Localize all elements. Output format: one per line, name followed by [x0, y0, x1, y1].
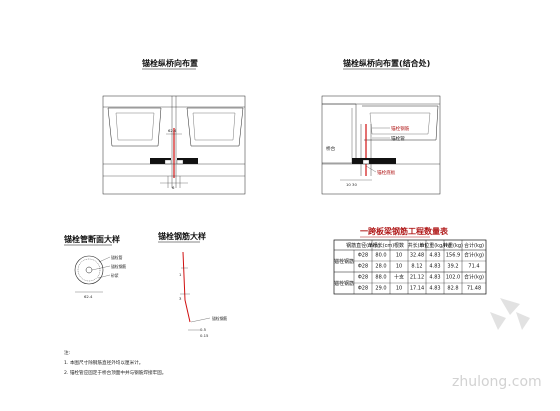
watermark: zhulong.com — [452, 298, 542, 390]
table-cell: 10 — [396, 253, 402, 259]
tube-outer — [74, 255, 104, 285]
table-header-cell: 合计(kg) — [464, 242, 484, 249]
bar-leader — [190, 317, 211, 323]
tube-leader-3 — [97, 274, 111, 279]
table-cell: 17.14 — [410, 286, 424, 292]
hollow-right — [192, 112, 236, 141]
table-cell: 21.12 — [410, 275, 424, 281]
right-outline — [321, 95, 441, 195]
table-cell: 10 — [396, 286, 402, 292]
tube-dim: 62.4 — [84, 294, 93, 299]
table-cell: Φ28 — [358, 286, 368, 292]
deck-outline — [102, 95, 246, 195]
title-plan-left: 锚栓纵桥向布置 — [142, 58, 198, 68]
tube-label-2: 锚栓钢筋 — [111, 264, 126, 269]
table-header-cell: 共长(m) — [408, 242, 427, 249]
pad-insert-right — [176, 159, 184, 165]
tube-leader-2 — [91, 265, 111, 271]
table-cell: 32.48 — [410, 253, 424, 259]
table-cell: 29.0 — [375, 286, 386, 292]
anchor-bar-shape — [182, 251, 191, 323]
table-header-cell: 钢筋直径(mm) — [346, 242, 380, 249]
table-cell: Φ28 — [358, 275, 368, 281]
table-group-label: 锚栓钢筋 — [334, 258, 354, 265]
table-cell: Φ28 — [358, 264, 368, 270]
right-pad — [352, 158, 396, 164]
notes-heading: 注: — [64, 349, 71, 356]
dim-bot: 6 — [172, 185, 175, 190]
pad-right — [177, 158, 198, 164]
anchor-tube-detail: 锚栓管断面大样 锚栓管 锚栓钢筋 砂浆 62.4 — [64, 234, 126, 299]
title-plan-right: 锚栓纵桥向布置(结合处) — [343, 58, 430, 68]
quantity-table: 一跨板梁钢筋工程数量表 钢筋直径(mm)单根长(cm)根数共长(m)单位重(kg… — [333, 226, 487, 295]
table-header-cell: 根数 — [394, 242, 404, 249]
bar-dim-b: 0.15 — [200, 333, 209, 338]
table-cell: 39.2 — [447, 264, 458, 270]
table-cell: 80.0 — [375, 253, 386, 259]
table-cell: 4.83 — [429, 264, 440, 270]
table-title: 一跨板梁钢筋工程数量表 — [360, 226, 449, 236]
right-pad-insert — [362, 159, 370, 165]
table-cell: Φ28 — [358, 253, 368, 259]
table-cell: 82.8 — [447, 286, 458, 292]
label-bottom-plate: 锚栓底板 — [377, 169, 396, 176]
note-2: 2. 锚栓管应固定于桥台顶面中并与钢筋焊接牢固。 — [64, 369, 166, 376]
tube-label-1: 锚栓管 — [111, 255, 123, 260]
table-group-label: 锚栓钢筋 — [334, 280, 354, 287]
tube-inner — [77, 258, 101, 282]
table-cell: 十支 — [394, 274, 404, 281]
right-girder — [362, 105, 439, 141]
right-dim: 10 30 — [346, 182, 357, 187]
table-frame — [333, 239, 487, 295]
table-cell: 10 — [396, 264, 402, 270]
notes: 注: 1. 本图尺寸除钢筋直径外均以厘米计。 2. 锚栓管应固定于桥台顶面中并与… — [64, 349, 166, 376]
table-cell: 4.83 — [429, 275, 440, 281]
table-cell: 88.0 — [375, 275, 386, 281]
anchor-bar-detail: 锚栓钢筋大样 1 3 0.5 0.15 锚栓钢筋 — [158, 231, 227, 338]
pad-left — [150, 158, 171, 164]
bar-dim-a: 0.5 — [200, 327, 207, 332]
pad-insert-left — [164, 159, 172, 165]
table-cell: 合计(kg) — [464, 274, 484, 281]
table-header-cell: 共重(kg) — [443, 242, 463, 249]
table-cell: 102.0 — [446, 275, 460, 281]
watermark-text: zhulong.com — [452, 374, 542, 390]
table-cell: 156.9 — [446, 253, 460, 259]
hollow-left — [115, 112, 155, 141]
table-cell: 合计(kg) — [464, 252, 484, 259]
title-anchor-tube: 锚栓管断面大样 — [64, 234, 120, 244]
table-cell: 4.83 — [429, 253, 440, 259]
box-girder-right — [186, 107, 244, 147]
label-anchor-bar: 锚栓钢筋 — [391, 125, 410, 132]
left-section-view: 锚栓纵桥向布置 62.4 6 — [102, 58, 246, 195]
leader-3 — [365, 165, 377, 173]
abutment — [322, 103, 357, 164]
table-cell: 8.12 — [411, 264, 422, 270]
table-header-cell: 单位重(kg/m) — [419, 242, 451, 249]
right-hollow — [369, 112, 431, 135]
table-cell: 4.83 — [429, 286, 440, 292]
table-header-cell: 单根长(cm) — [368, 242, 395, 249]
table-cell: 71.48 — [467, 286, 481, 292]
bar-label: 锚栓钢筋 — [212, 316, 227, 321]
bar-section — [85, 266, 93, 274]
tube-label-3: 砂浆 — [111, 273, 119, 278]
table-cell: 71.4 — [468, 264, 479, 270]
footing-lines — [167, 176, 181, 188]
table-cell: 28.0 — [375, 264, 386, 270]
dim-top: 62.4 — [168, 128, 177, 133]
box-girder-left — [107, 107, 162, 147]
watermark-logo — [490, 298, 530, 330]
right-section-view: 锚栓纵桥向布置(结合处) 锚栓钢筋 锚栓管 锚栓底板 桥台 10 30 — [321, 58, 441, 195]
title-anchor-bar: 锚栓钢筋大样 — [158, 231, 206, 241]
note-1: 1. 本图尺寸除钢筋直径外均以厘米计。 — [64, 359, 143, 366]
bar-dim-mark-2: 3 — [179, 296, 182, 301]
label-abutment: 桥台 — [326, 145, 336, 152]
tube-leader-1 — [98, 256, 111, 263]
label-anchor-tube: 锚栓管 — [391, 135, 405, 142]
bar-dim-mark: 1 — [179, 272, 182, 277]
